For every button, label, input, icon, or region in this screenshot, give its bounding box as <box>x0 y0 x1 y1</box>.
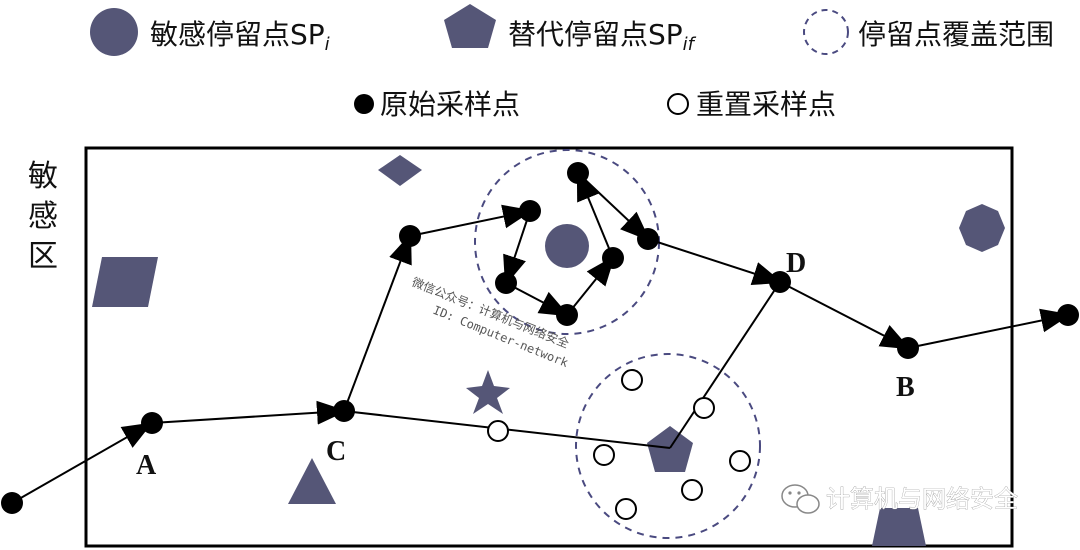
label-b: B <box>896 372 915 403</box>
sample-point-d <box>769 271 791 293</box>
zone-label: 敏 感 区 <box>28 159 58 274</box>
original-sample-icon <box>354 94 374 114</box>
point-labels: A C D B <box>136 248 915 481</box>
sample-point-a <box>141 412 163 434</box>
resampled-point-3 <box>593 444 615 466</box>
sample-point-3 <box>495 272 517 294</box>
sample-point-5 <box>602 247 624 269</box>
resampled-points <box>487 369 751 520</box>
legend-item-original-sample: 原始采样点 <box>354 88 520 121</box>
legend-item-coverage: 停留点覆盖范围 <box>803 9 1054 55</box>
decorative-shapes <box>92 155 1005 546</box>
trapezoid-shape <box>872 508 926 546</box>
zone-label-char-3: 区 <box>28 239 58 274</box>
star-shape <box>466 370 510 414</box>
label-a: A <box>136 450 157 481</box>
resampled-icon <box>667 93 689 115</box>
resampled-point-4 <box>729 450 751 472</box>
sample-point-c <box>333 400 355 422</box>
edge-d-to-b <box>779 281 911 350</box>
label-d: D <box>786 248 806 279</box>
legend-alternative-subscript: if <box>683 34 697 55</box>
legend-original-label: 原始采样点 <box>380 88 520 121</box>
wechat-icon <box>781 484 820 514</box>
svg-text:替代停留点SPif: 替代停留点SPif <box>508 18 697 55</box>
edge-p6-to-p7 <box>577 172 651 242</box>
resampled-point-path <box>487 420 509 442</box>
legend-item-sensitive-stop: 敏感停留点SPi <box>90 8 330 56</box>
legend: 敏感停留点SPi 替代停留点SPif 停留点覆盖范围 原始采样点 重置采样点 <box>90 4 1054 121</box>
resampled-point-2 <box>693 397 715 419</box>
edge-start-to-a <box>11 422 153 504</box>
sensitive-area-box <box>84 146 1014 548</box>
legend-sensitive-subscript: i <box>325 34 330 55</box>
sample-point-7 <box>637 228 659 250</box>
edge-a-to-c <box>151 400 347 425</box>
edge-p7-to-d <box>647 238 783 286</box>
trajectory-edges <box>11 170 1071 504</box>
legend-resampled-label: 重置采样点 <box>696 88 836 121</box>
sample-point-start <box>1 492 23 514</box>
legend-item-resampled: 重置采样点 <box>667 88 836 121</box>
alternative-stop-point <box>647 426 693 472</box>
coverage-icon <box>803 9 849 55</box>
alternative-stop-icon <box>444 4 496 48</box>
original-sample-points <box>1 162 1079 514</box>
triangle-shape <box>288 458 336 504</box>
brand-text: 计算机与网络安全 <box>826 485 1018 513</box>
watermark: 微信公众号：计算机与网络安全 ID: Computer-network <box>410 274 571 370</box>
sensitive-stop-icon <box>90 8 138 56</box>
legend-sensitive-label: 敏感停留点SP <box>150 18 325 51</box>
coverage-circle-alternative <box>575 353 761 539</box>
legend-item-alternative-stop: 替代停留点SPif <box>444 4 697 55</box>
sample-point-b <box>897 337 919 359</box>
edge-b-to-end <box>907 308 1071 349</box>
sample-point-end <box>1057 304 1079 326</box>
resampled-point-6 <box>615 498 637 520</box>
octagon-shape <box>959 204 1005 252</box>
label-c: C <box>326 436 346 467</box>
zone-label-char-2: 感 <box>28 199 58 234</box>
svg-text:敏感停留点SPi: 敏感停留点SPi <box>150 18 330 55</box>
sample-point-4 <box>556 304 578 326</box>
edge-p3-to-p4 <box>505 282 570 317</box>
edge-alternative-to-d <box>669 281 781 449</box>
resampled-point-5 <box>681 479 703 501</box>
parallelogram-shape <box>92 257 158 307</box>
sample-point-1 <box>399 225 421 247</box>
legend-coverage-label: 停留点覆盖范围 <box>858 18 1054 51</box>
edge-p2-to-p3 <box>503 210 531 286</box>
brand: 计算机与网络安全 <box>781 484 1018 514</box>
sample-point-2 <box>519 200 541 222</box>
sample-point-6 <box>567 162 589 184</box>
zone-label-char-1: 敏 <box>28 159 58 194</box>
edge-c-to-p1 <box>343 233 412 412</box>
sensitive-stop-point <box>545 224 589 268</box>
edge-p5-to-p6 <box>576 170 614 259</box>
resampled-point-1 <box>621 369 643 391</box>
edge-p1-to-p2 <box>409 204 533 237</box>
diamond-shape <box>378 155 422 186</box>
legend-alternative-label: 替代停留点SP <box>508 18 683 51</box>
edge-p4-to-p5 <box>566 255 615 316</box>
